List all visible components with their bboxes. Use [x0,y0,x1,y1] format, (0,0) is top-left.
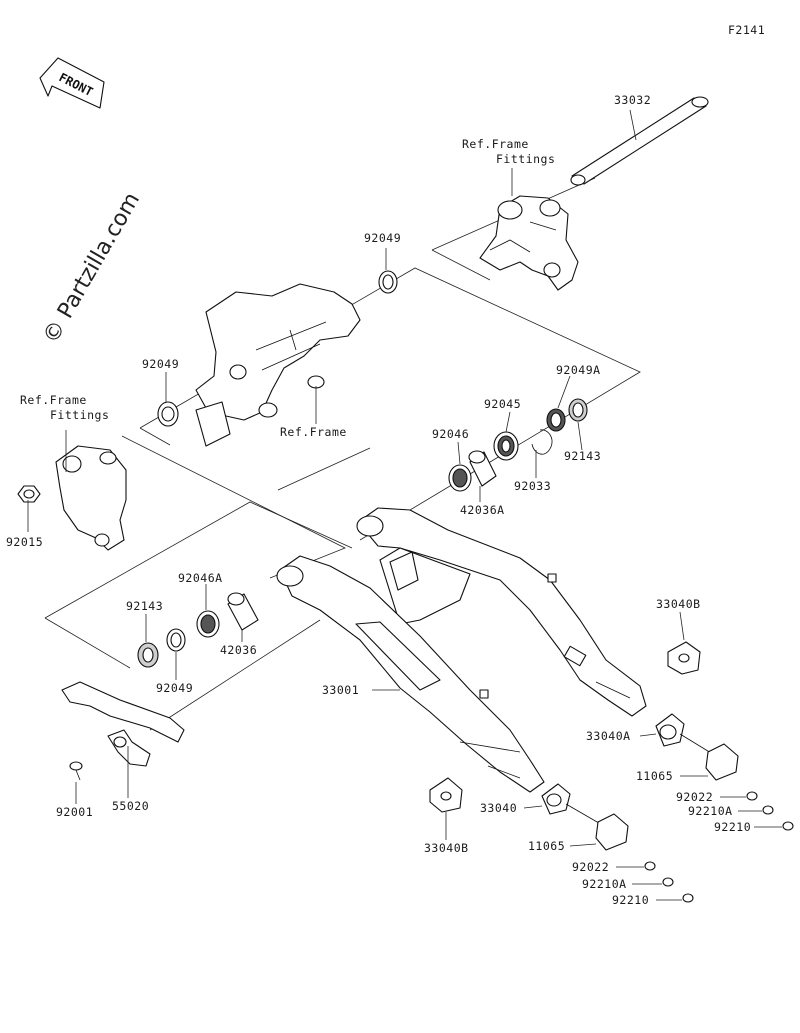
adjuster-block-11065-right[interactable] [705,743,739,781]
seal-92049-top[interactable] [378,270,398,294]
adjuster-33040[interactable] [541,783,605,827]
group-box-line [44,617,131,669]
seal-92049-bottom[interactable] [166,628,186,652]
label-92049-top[interactable]: 92049 [364,231,401,245]
label-92143-left[interactable]: 92143 [126,599,163,613]
main-frame[interactable] [195,283,361,447]
watermark: © Partzilla.com [39,188,146,348]
group-box-line [44,501,353,619]
seal-92049-left[interactable] [157,401,179,427]
label-92210A-right[interactable]: 92210A [688,804,733,818]
needle-bearing-92046[interactable] [448,464,472,492]
nut-92210-right[interactable] [782,821,794,831]
collar-92143-left[interactable] [137,642,159,668]
label-92033[interactable]: 92033 [514,479,551,493]
label-ref-frame-fittings-left-2: Fittings [50,408,109,422]
pivot-shaft-33032[interactable] [570,96,709,186]
adjuster-33040A[interactable] [655,713,717,757]
leader-lines [27,109,782,901]
adjuster-block-11065-bottom[interactable] [595,813,629,851]
label-92022-bottom[interactable]: 92022 [572,860,609,874]
label-11065-bottom[interactable]: 11065 [528,839,565,853]
nut-92015[interactable] [17,485,41,503]
label-33001[interactable]: 33001 [322,683,359,697]
group-box-line [149,619,321,731]
front-arrow-icon: FRONT [39,57,105,109]
group-box-line [277,447,371,491]
label-92046A[interactable]: 92046A [178,571,223,585]
needle-bearing-92046A[interactable] [196,610,220,638]
label-42036[interactable]: 42036 [220,643,257,657]
bushing-42036[interactable] [227,592,259,631]
label-33040B-bottom[interactable]: 33040B [424,841,469,855]
label-55020[interactable]: 55020 [112,799,149,813]
part-labels: 33032 Ref.Frame Fittings 92049 92049 Ref… [6,93,751,907]
group-box-line [431,249,491,281]
label-ref-frame-fittings-top-2: Fittings [496,152,555,166]
label-11065-right[interactable]: 11065 [636,769,673,783]
adjuster-33040B-right[interactable] [667,641,701,675]
bearing-92045[interactable] [493,431,519,461]
seal-92049A[interactable] [546,408,566,432]
label-92049A[interactable]: 92049A [556,363,601,377]
adjuster-33040B-bottom[interactable] [429,777,463,813]
label-92046[interactable]: 92046 [432,427,469,441]
label-33032[interactable]: 33032 [614,93,651,107]
label-ref-frame-fittings-top: Ref.Frame [462,137,529,151]
label-92210A-bottom[interactable]: 92210A [582,877,627,891]
label-33040[interactable]: 33040 [480,801,517,815]
label-92210-right[interactable]: 92210 [714,820,751,834]
diagram-code: F2141 [728,23,765,37]
frame-fitting-right[interactable] [479,195,579,291]
label-33040A[interactable]: 33040A [586,729,631,743]
nut-92022-right[interactable] [746,791,758,801]
bushing-42036A[interactable] [468,450,497,487]
label-92001[interactable]: 92001 [56,805,93,819]
label-92049-bottom[interactable]: 92049 [156,681,193,695]
collar-92143-right[interactable] [568,398,588,422]
label-92143-right[interactable]: 92143 [564,449,601,463]
nut-92210A-right[interactable] [762,805,774,815]
bolt-92001[interactable] [69,761,83,781]
nut-92210A-bottom[interactable] [662,877,674,887]
swingarm-33001[interactable] [276,507,647,793]
frame-fitting-left[interactable] [55,445,127,551]
label-42036A[interactable]: 42036A [460,503,505,517]
label-ref-frame-fittings-left: Ref.Frame [20,393,87,407]
label-33040B-right[interactable]: 33040B [656,597,701,611]
group-box-line [121,435,346,579]
group-box-line [139,427,171,446]
label-92049-left[interactable]: 92049 [142,357,179,371]
label-92022-right[interactable]: 92022 [676,790,713,804]
label-92015[interactable]: 92015 [6,535,43,549]
nut-92210-bottom[interactable] [682,893,694,903]
label-92210-bottom[interactable]: 92210 [612,893,649,907]
snap-ring-92033[interactable] [531,429,553,455]
nut-92022-bottom[interactable] [644,861,656,871]
label-92045[interactable]: 92045 [484,397,521,411]
chain-guard-55020[interactable] [61,681,185,767]
label-ref-frame: Ref.Frame [280,425,347,439]
